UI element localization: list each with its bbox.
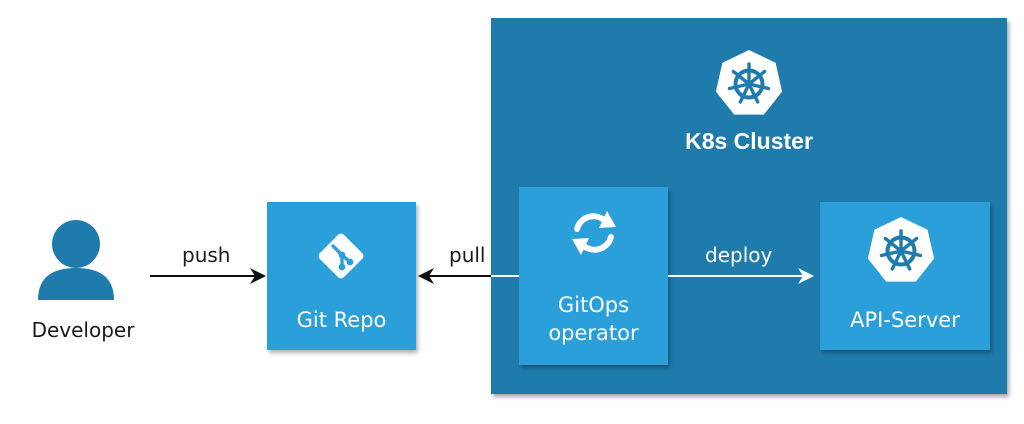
api-server-label: API-Server [850,308,960,332]
kubernetes-icon [713,48,785,117]
deploy-edge-label: deploy [705,243,773,267]
git-repo-label: Git Repo [296,308,387,332]
git-repo-node[interactable]: Git Repo [267,202,416,350]
deploy-arrow [668,268,814,284]
git-icon [318,233,364,279]
push-edge-label: push [182,243,231,267]
api-server-node[interactable]: API-Server [820,202,990,350]
gitops-operator-label-line2: operator [548,321,639,345]
pull-edge-label: pull [449,243,486,267]
sync-icon [572,211,616,255]
gitops-operator-label-line1: GitOps [557,293,630,317]
kubernetes-icon [865,215,937,284]
developer-label: Developer [31,318,135,342]
push-arrow [150,268,266,284]
user-icon [38,220,114,300]
k8s-cluster-label: K8s Cluster [685,128,813,154]
pull-arrow [418,268,519,284]
